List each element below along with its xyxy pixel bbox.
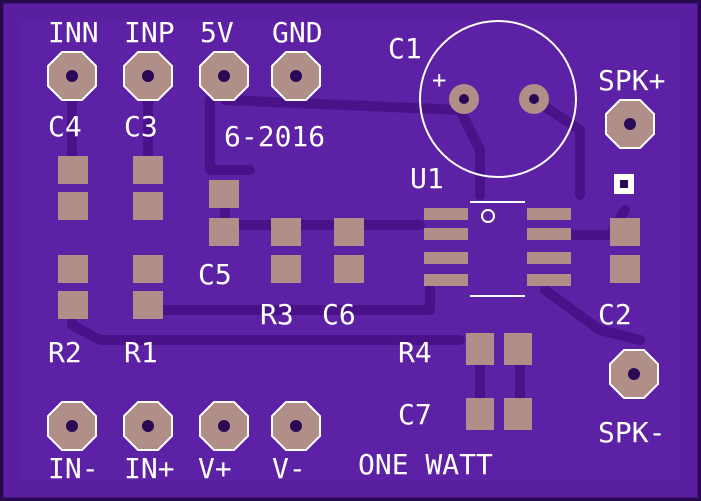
- c4-pad-1: [58, 156, 88, 184]
- label-r4: R4: [398, 336, 432, 369]
- c5-pad-1: [209, 180, 239, 208]
- label-r3: R3: [260, 298, 294, 331]
- label-c6: C6: [322, 298, 356, 331]
- label-in-minus: IN-: [48, 452, 99, 485]
- label-u1: U1: [410, 162, 444, 195]
- c1-outline: [419, 20, 577, 178]
- c2-pad-1: [610, 218, 640, 246]
- label-in-plus: IN+: [124, 452, 175, 485]
- label-c7: C7: [398, 398, 432, 431]
- label-c1-plus: +: [432, 66, 446, 94]
- u1-pin-5: [527, 274, 571, 286]
- label-spk-plus: SPK+: [598, 64, 665, 97]
- label-v-plus: V+: [198, 452, 232, 485]
- u1-pin-8: [527, 208, 571, 220]
- c2-pad-2: [610, 255, 640, 283]
- hole-in-plus: [142, 420, 154, 432]
- label-c2: C2: [598, 298, 632, 331]
- c5-pad-2: [209, 218, 239, 246]
- u1-pin-3: [424, 252, 468, 264]
- label-c3: C3: [124, 110, 158, 143]
- r3-pad-1: [271, 218, 301, 246]
- u1-chip: [424, 201, 571, 297]
- label-inn: INN: [48, 16, 99, 49]
- label-v-minus: V-: [272, 452, 306, 485]
- r2-pad-2: [58, 291, 88, 319]
- u1-pin-6: [527, 252, 571, 264]
- hole-spk-plus: [624, 118, 636, 130]
- hole-spk-minus: [628, 368, 640, 380]
- label-r2: R2: [48, 336, 82, 369]
- u1-pin-4: [424, 274, 468, 286]
- r1-pad-2: [133, 291, 163, 319]
- c7-pad-2: [504, 398, 532, 430]
- label-one-watt: ONE WATT: [358, 448, 493, 481]
- hole-in-minus: [66, 420, 78, 432]
- r4-pad-2: [504, 333, 532, 365]
- c2-polarity-dot: [620, 180, 628, 188]
- r4-pad-1: [466, 333, 494, 365]
- u1-pin-2: [424, 228, 468, 240]
- r2-pad-1: [58, 255, 88, 283]
- header-top: [47, 51, 321, 101]
- smd-pads: [58, 156, 640, 430]
- c6-pad-1: [334, 218, 364, 246]
- label-spk-minus: SPK-: [598, 416, 665, 449]
- hole-inn: [66, 70, 78, 82]
- label-gnd: GND: [272, 16, 323, 49]
- label-inp: INP: [124, 16, 175, 49]
- c1-hole-plus: [459, 94, 469, 104]
- c1-hole-minus: [529, 94, 539, 104]
- copper-fill: [20, 20, 680, 480]
- u1-pin-7: [527, 228, 571, 240]
- label-c5: C5: [198, 258, 232, 291]
- c4-pad-2: [58, 192, 88, 220]
- label-r1: R1: [124, 336, 158, 369]
- u1-pin-1: [424, 208, 468, 220]
- label-c4: C4: [48, 110, 82, 143]
- u1-pin1-marker: [481, 209, 495, 223]
- label-5v: 5V: [200, 16, 234, 49]
- c3-pad-1: [133, 156, 163, 184]
- label-date: 6-2016: [224, 120, 325, 153]
- r3-pad-2: [271, 255, 301, 283]
- hole-v-plus: [218, 420, 230, 432]
- hole-inp: [142, 70, 154, 82]
- hole-gnd: [290, 70, 302, 82]
- hole-5v: [218, 70, 230, 82]
- silkscreen: INN INP 5V GND C1 + SPK+ C4 C3 6-2016 U1…: [48, 16, 665, 485]
- header-bottom: [47, 401, 321, 451]
- c3-pad-2: [133, 192, 163, 220]
- c7-pad-1: [466, 398, 494, 430]
- c6-pad-2: [334, 255, 364, 283]
- r1-pad-1: [133, 255, 163, 283]
- hole-v-minus: [290, 420, 302, 432]
- label-c1: C1: [388, 32, 422, 65]
